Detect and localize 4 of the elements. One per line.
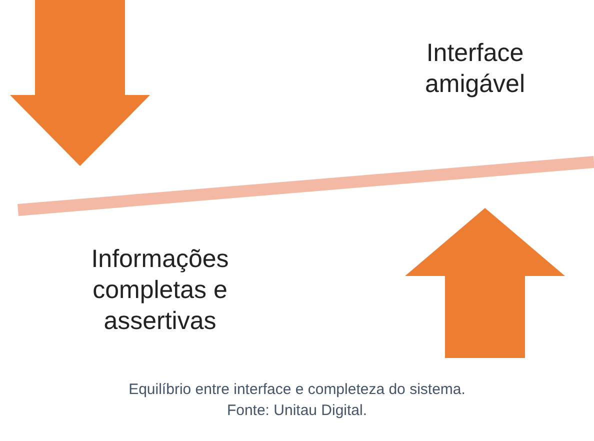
beam-side-label: Informações completas e assertivas [90,244,230,337]
figure-caption: Equilíbrio entre interface e completeza do sistema. [128,380,466,400]
source-note: Fonte: Unitau Digital. [226,401,368,421]
beam-side-label: Interface amigável [424,38,526,100]
